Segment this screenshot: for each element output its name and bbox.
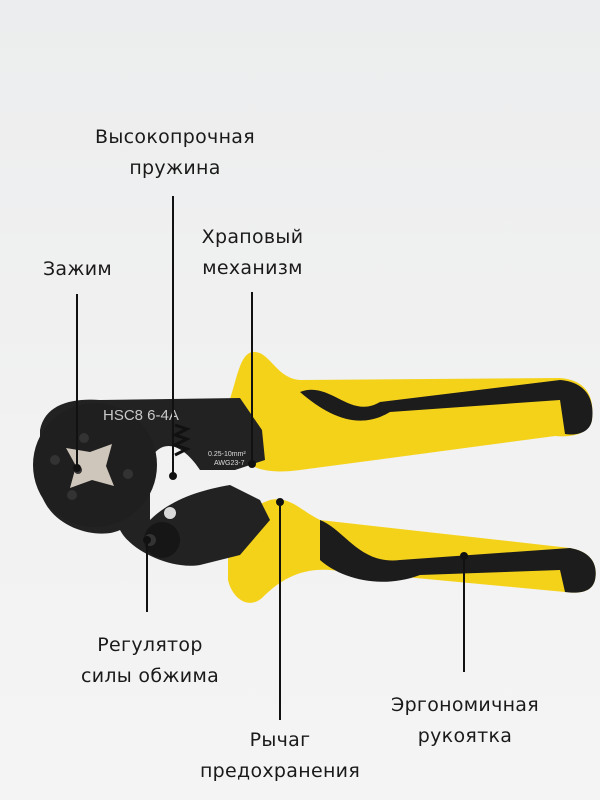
label-line: Высокопрочная [95,126,255,148]
label-line: рукоятка [417,725,513,747]
label-line: Зажим [42,258,113,280]
label-line: пружина [129,157,221,179]
upper-handle [228,351,593,472]
label-line: механизм [202,257,303,279]
label-line: Эргономичная [391,694,539,716]
label-clamp: Зажим [30,254,125,285]
label-spring: Высокопрочная пружина [80,122,270,184]
label-line: Храповый [201,226,304,248]
label-line: предохранения [199,760,361,782]
label-lever: Рычаг предохранения [190,725,370,787]
label-adjuster: Регулятор силы обжима [60,630,240,692]
range-marking: 0.25-10mm² [208,451,246,458]
awg-marking: AWG23-7 [214,460,245,467]
label-ratchet: Храповый механизм [180,222,325,284]
label-line: силы обжима [80,665,220,687]
label-line: Регулятор [97,634,203,656]
model-marking: HSC8 6-4A [103,407,179,424]
label-ergonomic: Эргономичная рукоятка [365,690,565,752]
label-line: Рычаг [249,729,311,751]
lower-handle [228,499,596,603]
tool-head: HSC8 6-4A 0.25-10mm² AWG23-7 [33,398,270,566]
